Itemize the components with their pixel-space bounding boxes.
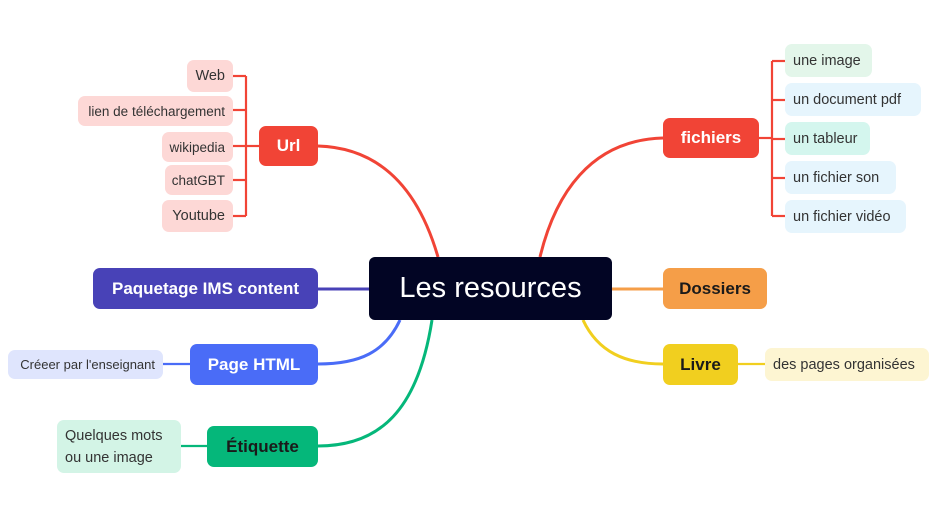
- leaf-fichiers-pdf[interactable]: un document pdf: [785, 83, 921, 116]
- leaf-etiquette-description[interactable]: Quelques mots ou une image: [57, 420, 181, 473]
- leaf-livre-pages[interactable]: des pages organisées: [765, 348, 929, 381]
- branch-fichiers[interactable]: fichiers: [663, 118, 759, 158]
- branch-etiquette[interactable]: Étiquette: [207, 426, 318, 467]
- leaf-label: des pages organisées: [773, 356, 915, 373]
- leaf-label: chatGBT: [171, 172, 225, 188]
- leaf-label-line-1: Quelques mots: [65, 427, 163, 444]
- branch-dossiers-label: Dossiers: [679, 278, 751, 298]
- connector-fichiers-leaves: [759, 59, 785, 218]
- leaf-label: Web: [195, 68, 225, 84]
- branch-paquetage-label: Paquetage IMS content: [111, 278, 300, 298]
- leaf-fichiers-video[interactable]: un fichier vidéo: [785, 200, 906, 233]
- leaf-url-wikipedia[interactable]: wikipedia: [162, 132, 233, 162]
- branch-etiquette-label: Étiquette: [226, 436, 299, 456]
- leaf-label: Youtube: [172, 208, 225, 224]
- branch-livre-label: Livre: [680, 354, 721, 374]
- connector-center-url: [317, 144, 440, 258]
- leaf-label: un fichier vidéo: [793, 208, 891, 225]
- central-topic-label: Les resources: [399, 272, 582, 304]
- leaf-label: un tableur: [793, 130, 858, 147]
- branch-paquetage[interactable]: Paquetage IMS content: [93, 268, 318, 309]
- leaf-label: lien de téléchargement: [88, 103, 225, 119]
- branch-dossiers[interactable]: Dossiers: [663, 268, 767, 309]
- branch-fichiers-label: fichiers: [680, 128, 742, 147]
- leaf-fichiers-image[interactable]: une image: [785, 44, 872, 77]
- leaf-label-line-2: ou une image: [65, 449, 153, 466]
- leaf-fichiers-son[interactable]: un fichier son: [785, 161, 896, 194]
- leaf-label-block: Quelques mots ou une image: [65, 425, 163, 469]
- branch-page-html-label: Page HTML: [207, 354, 301, 374]
- branch-livre[interactable]: Livre: [663, 344, 738, 385]
- branch-url-label: Url: [276, 136, 301, 155]
- connector-center-livre: [581, 319, 664, 366]
- leaf-page-html-enseignant[interactable]: Créeer par l'enseignant: [8, 350, 163, 379]
- connector-url-leaves: [233, 74, 259, 218]
- leaf-fichiers-tableur[interactable]: un tableur: [785, 122, 870, 155]
- leaf-url-web[interactable]: Web: [187, 60, 233, 92]
- connector-center-fichiers: [538, 136, 664, 258]
- leaf-label: un document pdf: [793, 91, 902, 108]
- leaf-label: une image: [793, 52, 861, 69]
- leaf-label: wikipedia: [169, 139, 225, 155]
- central-topic[interactable]: Les resources: [369, 257, 612, 320]
- leaf-label: un fichier son: [793, 169, 880, 186]
- connector-center-page-html: [317, 319, 402, 366]
- leaf-url-chatgbt[interactable]: chatGBT: [165, 165, 233, 195]
- connector-center-etiquette: [317, 319, 434, 448]
- branch-url[interactable]: Url: [259, 126, 318, 166]
- leaf-label: Créeer par l'enseignant: [20, 357, 155, 372]
- leaf-url-youtube[interactable]: Youtube: [162, 200, 233, 232]
- branch-page-html[interactable]: Page HTML: [190, 344, 318, 385]
- leaf-url-telechargement[interactable]: lien de téléchargement: [78, 96, 233, 126]
